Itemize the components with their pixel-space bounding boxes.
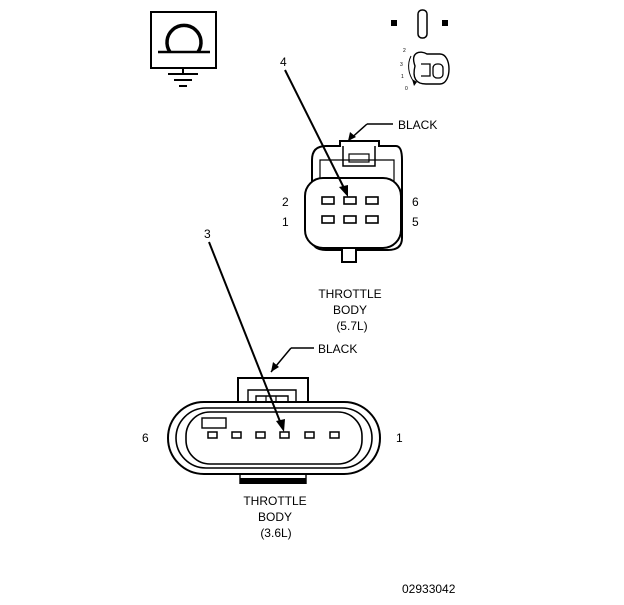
connector-color-label: BLACK (398, 118, 437, 132)
key-position-0: 0 (405, 86, 408, 92)
connector-name-line2: BODY (258, 510, 292, 524)
callout-4-number: 4 (280, 55, 287, 69)
pin-cavity-3 (279, 431, 290, 439)
pin-cavity-6 (207, 431, 218, 439)
callout-3: 3 (204, 227, 285, 432)
callout-4: 4 (280, 55, 348, 197)
pin-cavity-1 (321, 215, 335, 224)
key-position-3: 3 (400, 62, 403, 68)
pin-label-5: 5 (412, 215, 419, 229)
connector-name-line2: BODY (333, 303, 367, 317)
pin-label-2: 2 (282, 195, 289, 209)
pin-cavity-2 (321, 196, 335, 205)
pin-cavity-6 (365, 196, 379, 205)
connector-3-6l: BLACK 6 1 THROTTLE BODY (3.6L) (142, 342, 403, 540)
pin-label-6: 6 (142, 431, 149, 445)
pin-cavity-4 (343, 196, 357, 205)
connector-name-line1: THROTTLE (243, 494, 306, 508)
connector-5-7l: BLACK 2 1 6 5 THROTTLE BODY (5.7L) (282, 118, 437, 333)
key-position-1: 1 (401, 74, 404, 80)
pin-cavity-2 (304, 431, 315, 439)
ground-symbol-icon (150, 11, 217, 87)
connector-name-line3: (5.7L) (336, 319, 367, 333)
key-position-2: 2 (403, 48, 406, 54)
connector-name-line3: (3.6L) (260, 526, 291, 540)
pin-label-1: 1 (396, 431, 403, 445)
pin-cavity-5 (365, 215, 379, 224)
pin-label-6: 6 (412, 195, 419, 209)
ignition-key-icon: 2 3 1 0 (391, 9, 450, 92)
figure-number: 02933042 (402, 582, 456, 596)
callout-3-number: 3 (204, 227, 211, 241)
pin-cavity-4 (255, 431, 266, 439)
pin-label-1: 1 (282, 215, 289, 229)
pin-cavity-3 (343, 215, 357, 224)
connector-color-label: BLACK (318, 342, 357, 356)
pin-cavity-5 (231, 431, 242, 439)
connector-name-line1: THROTTLE (318, 287, 381, 301)
pin-cavity-1 (329, 431, 340, 439)
